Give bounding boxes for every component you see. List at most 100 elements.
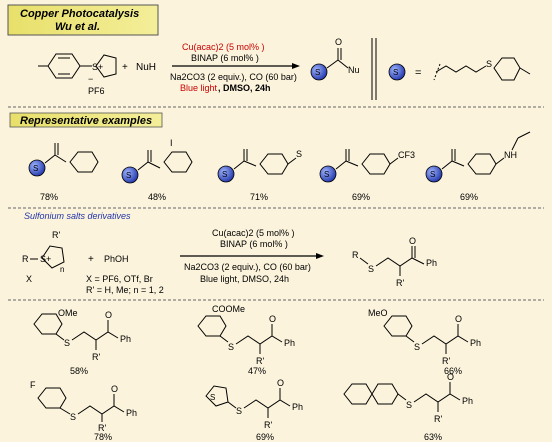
- scheme1-light: Blue light: [180, 83, 218, 93]
- product-6-o: O: [447, 372, 454, 382]
- example-4: S CF3: [319, 149, 415, 183]
- derivatives-ligand: BINAP (6 mol% ): [220, 239, 288, 249]
- product-3-meo: MeO: [368, 308, 388, 318]
- carbonyl-o: O: [335, 37, 342, 47]
- reactant-rprime: R': [52, 230, 60, 240]
- product-2-ph: Ph: [284, 338, 295, 348]
- product-2-coome: COOMe: [212, 304, 245, 314]
- product-nu: Nu: [348, 65, 360, 75]
- r-options: R' = H, Me; n = 1, 2: [86, 285, 164, 295]
- product-1-s: S: [64, 338, 70, 348]
- scheme1-ligand: BINAP (6 mol% ): [191, 53, 259, 63]
- derivatives-arrowhead: [316, 253, 324, 259]
- derivatives-catalyst: Cu(acac)2 (5 mol% ): [212, 228, 295, 238]
- example-2: S I: [121, 138, 193, 184]
- product-6-rp: R': [434, 414, 442, 424]
- product-6-yield: 63%: [424, 432, 442, 442]
- product-2-o: O: [269, 314, 276, 324]
- product-2-s: S: [228, 342, 234, 352]
- example-3-sme: S: [296, 149, 302, 159]
- product-3-o: O: [455, 314, 462, 324]
- yield-1: 78%: [40, 192, 58, 202]
- nucleophile: NuH: [136, 62, 156, 73]
- title-line1: Copper Photocatalysis: [20, 8, 139, 20]
- example-4-s: S: [324, 170, 329, 179]
- product-5-rp: R': [264, 420, 272, 430]
- equals-sign: =: [415, 67, 421, 79]
- example-5-nh: NH: [504, 150, 517, 160]
- product-1-ph: Ph: [120, 334, 131, 344]
- yield-5: 69%: [460, 192, 478, 202]
- product-r: R: [352, 250, 359, 260]
- product-6-s: S: [406, 400, 412, 410]
- s-definition: S = S: [388, 57, 531, 81]
- product-4-s: S: [70, 412, 76, 422]
- x-options: X = PF6, OTf, Br: [86, 274, 153, 284]
- derivative-reactant: R' R S+ n X: [22, 230, 65, 284]
- yield-4: 69%: [352, 192, 370, 202]
- scheme1-product: S O Nu: [310, 37, 360, 81]
- product-4-rp: R': [98, 423, 106, 433]
- product-4-o: O: [111, 384, 118, 394]
- product-5-s: S: [236, 406, 242, 416]
- counterion: PF6: [88, 86, 105, 96]
- representative-box: [9, 112, 163, 128]
- product-ph: Ph: [426, 258, 437, 268]
- product-1-yield: 58%: [70, 366, 88, 376]
- product-3-rp: R': [442, 356, 450, 366]
- product-4-f: F: [30, 380, 36, 390]
- product-rprime: R': [396, 278, 404, 288]
- example-3-s: S: [222, 170, 227, 179]
- example-2-s: S: [126, 171, 131, 180]
- sulfonium-reactant: S+ − PF6: [38, 53, 117, 96]
- reactant-x: X: [26, 274, 32, 284]
- example-5-s: S: [430, 170, 435, 179]
- reactant-n: n: [60, 265, 64, 274]
- product-2: COOMe S O Ph R': [197, 304, 295, 366]
- title-box: [7, 4, 159, 36]
- product-5: S S O Ph R': [205, 378, 303, 430]
- example-1: S: [28, 143, 99, 177]
- product-4-yield: 78%: [94, 432, 112, 442]
- phenol: PhOH: [104, 254, 129, 264]
- product-3: MeO S O Ph R': [368, 308, 481, 366]
- scheme1-catalyst: Cu(acac)2 (5 mol% ): [182, 42, 265, 52]
- product-s: S: [368, 264, 374, 274]
- product-3-yield: 66%: [444, 366, 462, 376]
- product-5-ph: Ph: [292, 402, 303, 412]
- derivatives-base: Na2CO3 (2 equiv.), CO (60 bar): [184, 262, 311, 272]
- product-2-yield: 47%: [248, 366, 266, 376]
- reactant-s: S+: [40, 254, 51, 264]
- product-1-ome: OMe: [58, 308, 78, 318]
- reactant-r: R: [22, 254, 29, 264]
- product-3-s: S: [414, 342, 420, 352]
- product-4: F S O Ph R': [30, 380, 137, 433]
- counterion-minus: −: [88, 74, 93, 84]
- product-3-ph: Ph: [470, 338, 481, 348]
- scheme1-arrowhead: [292, 63, 300, 69]
- product-4-ph: Ph: [126, 408, 137, 418]
- representative-title: Representative examples: [20, 115, 152, 127]
- product-1-o: O: [105, 310, 112, 320]
- s-badge: S: [315, 68, 320, 77]
- derivatives-conditions: Blue light, DMSO, 24h: [200, 274, 289, 284]
- derivatives-title: Sulfonium salts derivatives: [24, 211, 131, 221]
- sulfonium-s: S+: [92, 62, 103, 72]
- example-5: S NH: [425, 131, 531, 183]
- example-3: S S: [217, 149, 302, 183]
- product-6: S O Ph R': [343, 372, 473, 424]
- plus-sign: +: [122, 62, 128, 73]
- scheme1-conditions: , DMSO, 24h: [218, 83, 271, 93]
- yield-3: 71%: [250, 192, 268, 202]
- example-4-cf3: CF3: [398, 150, 415, 160]
- scheme1-base: Na2CO3 (2 equiv.), CO (60 bar): [170, 72, 297, 82]
- product-1: OMe S O Ph R': [33, 308, 131, 362]
- derivatives-plus: +: [88, 254, 94, 265]
- product-5-yield: 69%: [256, 432, 274, 442]
- example-1-s: S: [33, 164, 38, 173]
- product-5-o: O: [277, 378, 284, 388]
- title-line2: Wu et al.: [55, 21, 100, 33]
- product-1-rp: R': [92, 352, 100, 362]
